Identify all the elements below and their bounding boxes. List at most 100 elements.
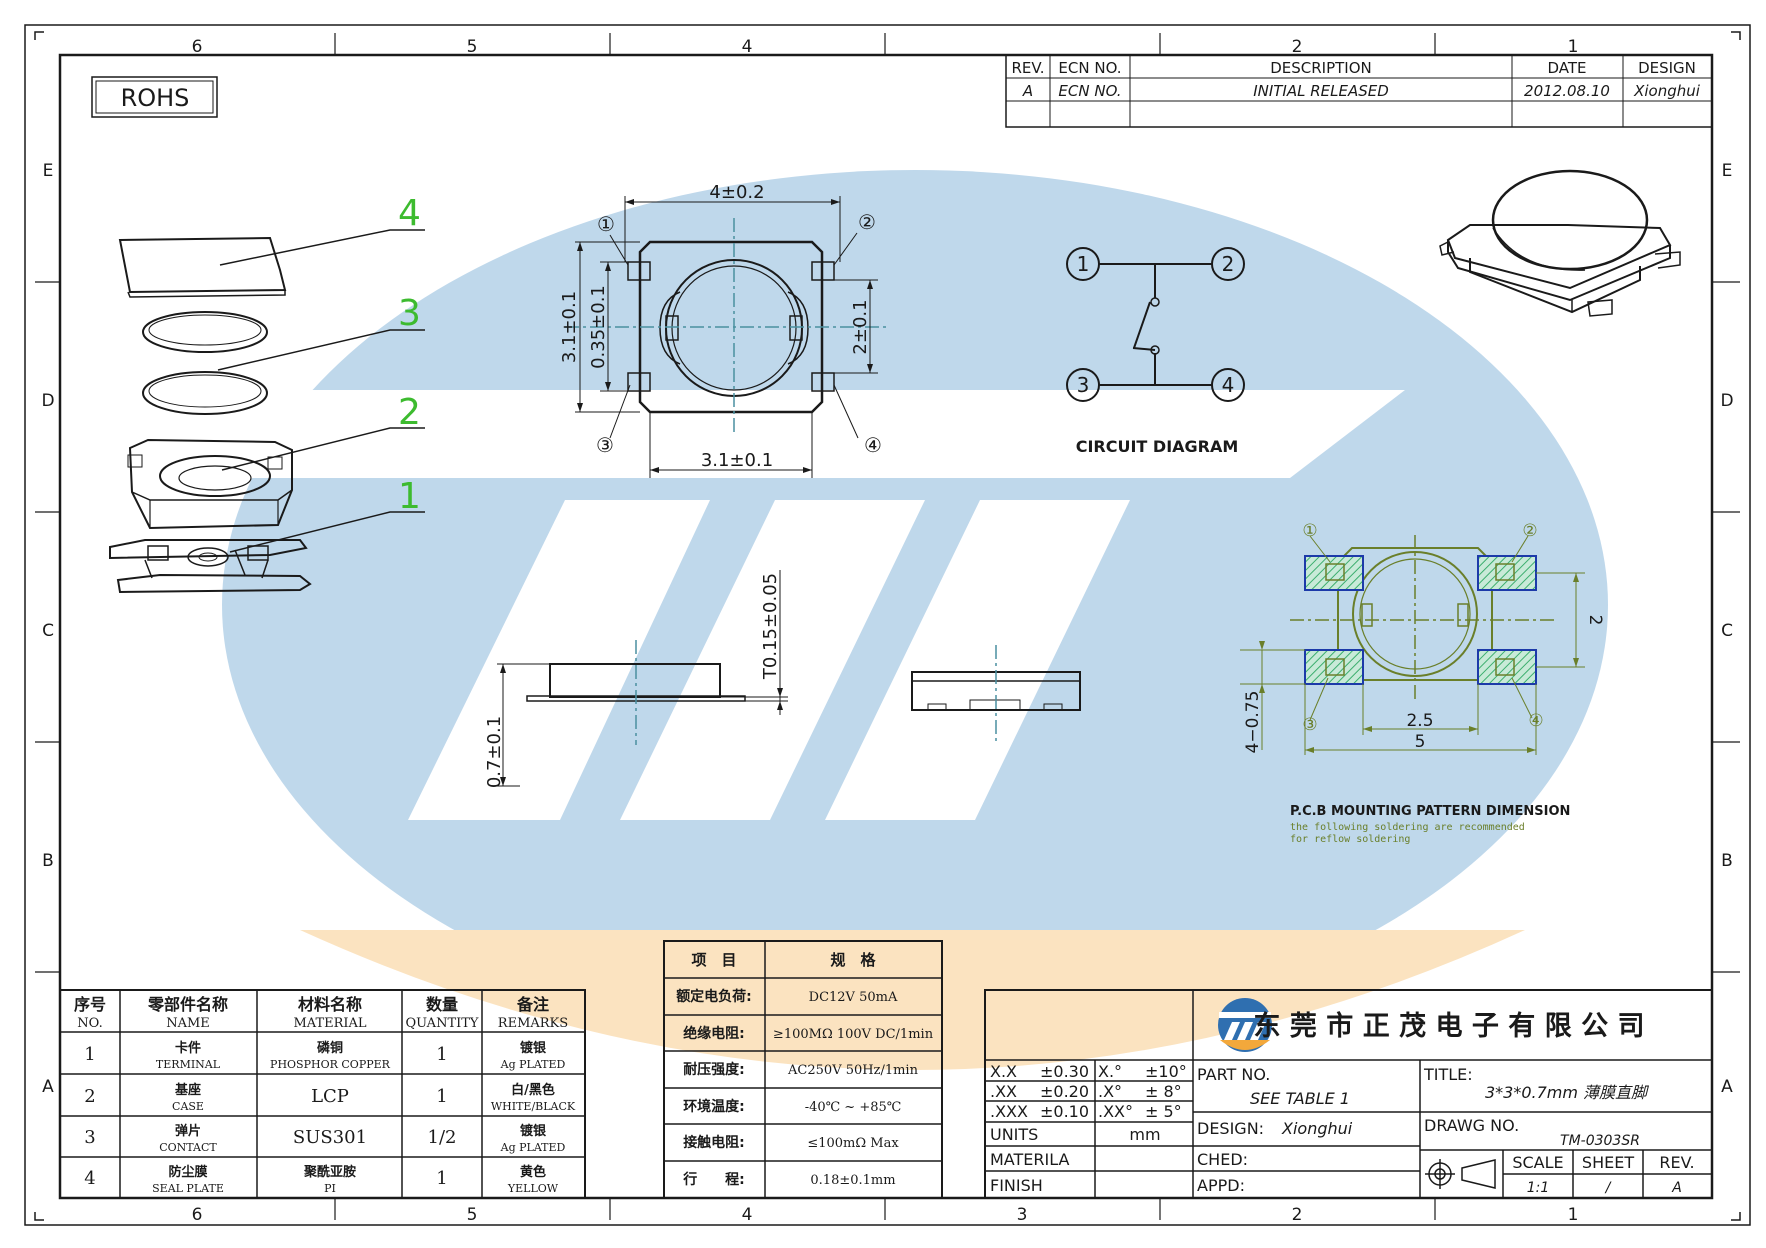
circuit-pin-3: 3 (1077, 373, 1090, 397)
bom-row: 1 卡件 TERMINAL 磷铜 PHOSPHOR COPPER 1 镀银 Ag… (84, 1040, 565, 1071)
spec-value: DC12V 50mA (809, 990, 898, 1005)
row-label-left: C (42, 621, 54, 641)
spec-item: 行 程: (682, 1171, 745, 1188)
dim-bottom: 3.1±0.1 (701, 450, 773, 471)
bom-header-no: 序号 (74, 995, 106, 1014)
tol-angle-value: ± 8° (1145, 1082, 1182, 1101)
bom-name-cn: 防尘膜 (168, 1164, 207, 1180)
bom-qty: 1 (436, 1168, 447, 1189)
drawg-no-label: DRAWG NO. (1424, 1116, 1519, 1135)
bom-qty: 1/2 (428, 1127, 457, 1148)
tol-value: ±0.20 (1040, 1082, 1089, 1101)
ecn-header: ECN NO. (1058, 59, 1121, 77)
projection-symbol-icon (1425, 1159, 1496, 1189)
row-label-left: B (42, 851, 54, 871)
ecn-value: ECN NO. (1058, 82, 1121, 100)
row-label-right: A (1721, 1077, 1733, 1097)
col-label-bottom: 2 (1292, 1205, 1303, 1225)
column-markers (35, 33, 1740, 1220)
circuit-diagram: 1 2 3 4 CIRCUIT DIAGRAM (1066, 247, 1245, 456)
pcb-pad-1 (1304, 555, 1364, 591)
dim-t: T0.15±0.05 (760, 573, 781, 680)
company-logo (1218, 998, 1272, 1052)
tol-value: ±0.10 (1040, 1102, 1089, 1121)
spec-value: ≤100mΩ Max (807, 1136, 899, 1151)
pcb-pin-2: ② (1522, 521, 1537, 541)
rohs-label: ROHS (121, 84, 190, 112)
pcb-pad-3 (1304, 649, 1364, 685)
bom-no: 1 (84, 1044, 95, 1065)
tol-label: .XXX (990, 1102, 1028, 1121)
bom-row: 3 弹片 CONTACT SUS301 1/2 镀银 Ag PLATED (84, 1123, 565, 1154)
pin-label-3: ③ (596, 433, 614, 457)
bom-qty: 1 (436, 1044, 447, 1065)
tol-angle-label: .XX° (1098, 1102, 1133, 1121)
circuit-caption: CIRCUIT DIAGRAM (1076, 437, 1239, 456)
row-label-right: D (1720, 391, 1733, 411)
units-label: UNITS (990, 1125, 1038, 1144)
dim-right: 2±0.1 (850, 299, 871, 354)
scale-label: SCALE (1512, 1153, 1563, 1172)
tol-label: .XX (990, 1082, 1017, 1101)
bom-material-en: SUS301 (293, 1127, 367, 1148)
case-part (127, 438, 293, 530)
bom-remarks-en: WHITE/BLACK (491, 1100, 576, 1113)
bom-no: 4 (84, 1168, 95, 1189)
pcb-note-2: for reflow soldering (1290, 834, 1410, 845)
col-label-bottom: 6 (192, 1205, 203, 1225)
bom-remarks-en: Ag PLATED (500, 1058, 566, 1071)
row-label-left: D (41, 391, 54, 411)
outer-frame (24, 24, 1751, 1226)
terminal-part (109, 539, 312, 594)
bom-header-qty: 数量 (426, 995, 458, 1014)
bom-header-material-en: MATERIAL (293, 1016, 366, 1031)
bom-remarks-cn: 镀银 (520, 1040, 547, 1056)
spec-item: 额定电负荷: (676, 988, 752, 1005)
col-label-top: 4 (742, 37, 753, 57)
spec-item: 绝缘电阻: (683, 1025, 745, 1042)
spec-item: 接触电阻: (683, 1134, 745, 1151)
bom-name-en: CASE (172, 1100, 204, 1113)
spec-value: 0.18±0.1mm (810, 1173, 895, 1188)
spec-header-item: 项 目 (691, 951, 736, 969)
bom-name-cn: 弹片 (175, 1123, 201, 1139)
col-label-bottom: 3 (1017, 1205, 1028, 1225)
pcb-note-1: the following soldering are recommended (1290, 822, 1525, 833)
bom-material-en: LCP (311, 1086, 349, 1107)
bom-header-remarks-en: REMARKS (498, 1016, 568, 1031)
pcb-pad-4 (1477, 649, 1537, 685)
part-label-1: 1 (398, 476, 421, 517)
dim-thickness: 0.7±0.1 (484, 716, 505, 788)
bom-name-en: CONTACT (159, 1141, 217, 1154)
row-label-left: E (43, 161, 54, 181)
spec-value: -40℃ ~ +85℃ (805, 1100, 902, 1115)
pcb-pin-4: ④ (1528, 711, 1543, 731)
pcb-pad-2 (1477, 555, 1537, 591)
row-label-right: C (1721, 621, 1733, 641)
pcb-dim-2: 2 (1585, 615, 1605, 626)
bom-material-cn: 磷铜 (317, 1040, 343, 1056)
part-no-value: SEE TABLE 1 (1250, 1089, 1350, 1108)
tol-label: X.X (990, 1062, 1017, 1081)
spec-header-spec: 规 格 (830, 951, 876, 969)
design-value: Xionghui (1633, 82, 1701, 100)
pcb-pattern: ① ② ③ ④ 2 2.5 5 4−0.75 P.C.B MOUNTING PA… (1240, 521, 1605, 845)
col-label-top: 6 (192, 37, 203, 57)
sheet-value: / (1604, 1180, 1612, 1196)
bom-row: 2 基座 CASE LCP 1 白/黑色 WHITE/BLACK (84, 1082, 576, 1113)
col-label-bottom: 1 (1568, 1205, 1579, 1225)
bom-no: 3 (84, 1127, 95, 1148)
dim-width: 4±0.2 (709, 182, 764, 203)
tol-angle-value: ± 5° (1145, 1102, 1182, 1121)
tol-angle-value: ±10° (1145, 1062, 1187, 1081)
rev-value: A (1671, 1180, 1682, 1196)
company-name: 东 莞 市 正 茂 电 子 有 限 公 司 (1254, 1010, 1645, 1042)
design-label: DESIGN: (1197, 1119, 1264, 1138)
bom-header-name: 零部件名称 (147, 995, 228, 1014)
bom-remarks-cn: 镀银 (520, 1123, 547, 1139)
rev-value: A (1022, 82, 1033, 100)
circuit-pin-2: 2 (1222, 252, 1235, 276)
rev-header: REV. (1012, 59, 1045, 77)
materila-label: MATERILA (990, 1150, 1070, 1169)
